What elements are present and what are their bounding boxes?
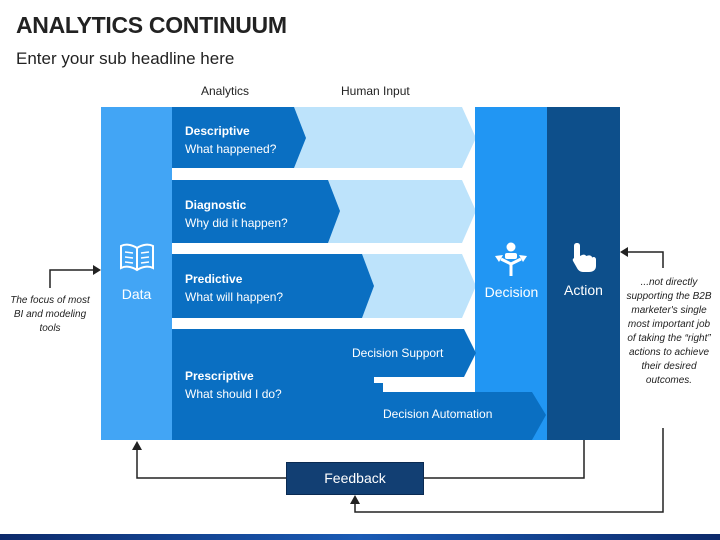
row-descriptive-title: Descriptive	[185, 124, 250, 138]
arrow-prescriptive	[172, 329, 546, 440]
right-note: ...not directly supporting the B2B marke…	[626, 277, 712, 386]
left-note: The focus of most BI and modeling tools	[10, 295, 90, 334]
left-note-connector	[49, 269, 99, 288]
row-descriptive-question: What happened?	[185, 142, 277, 156]
row-predictive-title: Predictive	[185, 272, 243, 286]
decision-automation-label: Decision Automation	[383, 407, 493, 421]
row-prescriptive-question: What should I do?	[185, 387, 282, 401]
footer-bar	[0, 534, 720, 540]
person-with-diverging-arrows-icon	[495, 242, 527, 276]
note-to-feedback-arrowhead	[350, 495, 360, 504]
decision-support-label: Decision Support	[352, 346, 444, 360]
arrow-predictive	[172, 254, 374, 318]
right-note-connector	[625, 251, 664, 268]
open-book-icon	[120, 243, 154, 272]
action-to-feedback-line	[424, 440, 585, 479]
row-diagnostic-title: Diagnostic	[185, 198, 247, 212]
data-label: Data	[121, 286, 152, 302]
feedback-box: Feedback	[286, 462, 424, 495]
action-label: Action	[564, 282, 603, 298]
action-column	[547, 107, 620, 440]
row-predictive: Predictive What will happen?	[185, 270, 283, 306]
arrow-descriptive	[172, 107, 306, 168]
feedback-to-data-line	[136, 446, 286, 479]
data-column	[101, 107, 172, 440]
row-diagnostic: Diagnostic Why did it happen?	[185, 196, 288, 232]
analytics-column-heading: Analytics	[201, 84, 250, 98]
right-note-arrowhead	[620, 247, 628, 257]
page-subtitle: Enter your sub headline here	[16, 49, 235, 68]
row-diagnostic-question: Why did it happen?	[185, 216, 288, 230]
row-predictive-question: What will happen?	[185, 290, 284, 304]
decision-label: Decision	[484, 284, 539, 300]
arrow-diagnostic	[172, 180, 340, 243]
row-prescriptive-title: Prescriptive	[185, 369, 254, 383]
left-note-arrowhead	[93, 265, 101, 275]
row-prescriptive: Prescriptive What should I do?	[185, 367, 282, 403]
page-title: ANALYTICS CONTINUUM	[16, 12, 287, 38]
row-descriptive: Descriptive What happened?	[185, 122, 276, 158]
pointing-hand-icon	[572, 243, 596, 272]
human-input-column-heading: Human Input	[341, 84, 410, 98]
feedback-to-data-arrowhead	[132, 441, 142, 450]
note-to-feedback-line	[354, 428, 664, 513]
